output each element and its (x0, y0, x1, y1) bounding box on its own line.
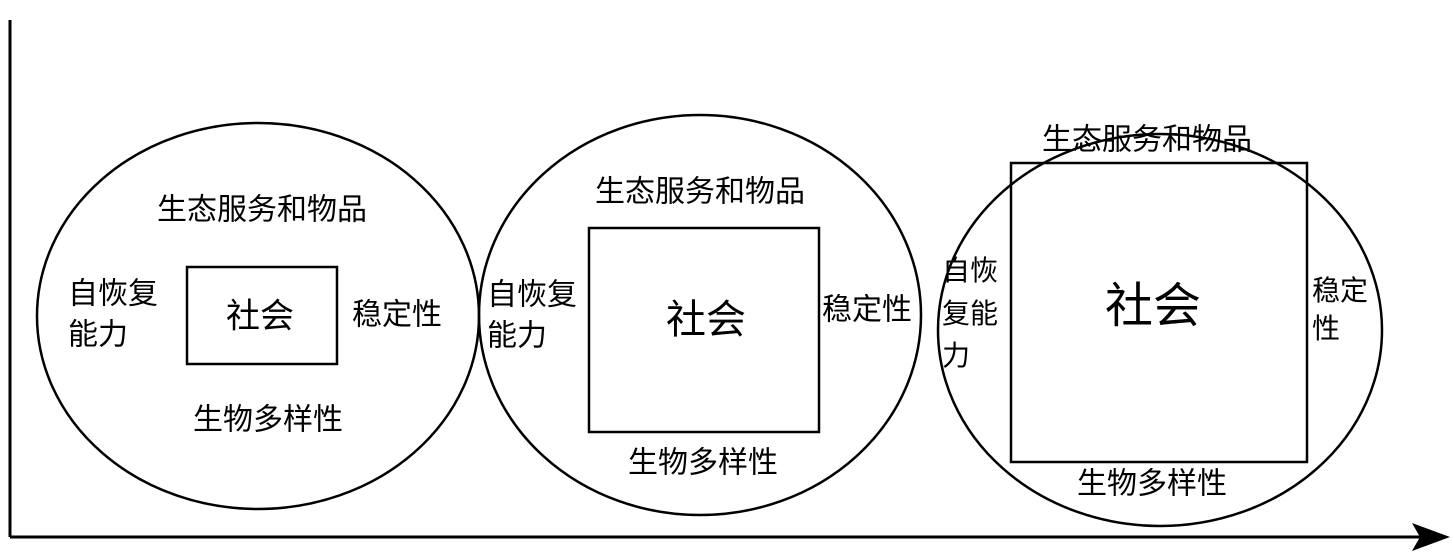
biodiversity-label: 生物多样性 (1077, 467, 1227, 502)
stability-label-line-1: 稳定 (1312, 274, 1368, 307)
stage-1: 社会 生态服务和物品 自恢复 能力 稳定性 生物多样性 (35, 121, 481, 511)
society-label: 社会 (226, 297, 294, 337)
resilience-label-line-2: 能力 (487, 319, 547, 354)
resilience-label-line-1: 自恢复 (487, 278, 577, 313)
resilience-label-line-1: 自恢 (942, 254, 998, 287)
stage-2: 社会 生态服务和物品 自恢复 能力 稳定性 生物多样性 (477, 113, 923, 517)
stability-label-line-2: 性 (1312, 312, 1340, 345)
stage-3: 社会 生态服务和物品 自恢 复能 力 稳定 性 生物多样性 (936, 123, 1384, 528)
society-label: 社会 (1105, 278, 1201, 334)
society-label: 社会 (666, 297, 746, 343)
services-label: 生态服务和物品 (157, 193, 367, 228)
resilience-label-line-2: 能力 (68, 318, 128, 353)
services-label: 生态服务和物品 (1042, 123, 1252, 158)
society-box (587, 226, 821, 434)
x-axis-arrow-icon (1412, 523, 1450, 551)
resilience-label-line-2: 复能 (942, 297, 998, 330)
biodiversity-label: 生物多样性 (193, 403, 343, 438)
biodiversity-label: 生物多样性 (628, 446, 778, 481)
resilience-label-line-3: 力 (942, 339, 970, 372)
society-box (185, 265, 339, 366)
stability-label: 稳定性 (352, 298, 442, 333)
society-box (1009, 161, 1309, 464)
resilience-label-line-1: 自恢复 (68, 277, 158, 312)
stability-label: 稳定性 (822, 293, 912, 328)
ecosystem-circle (477, 113, 923, 517)
ecosystem-circle (936, 132, 1384, 528)
services-label: 生态服务和物品 (595, 175, 805, 210)
